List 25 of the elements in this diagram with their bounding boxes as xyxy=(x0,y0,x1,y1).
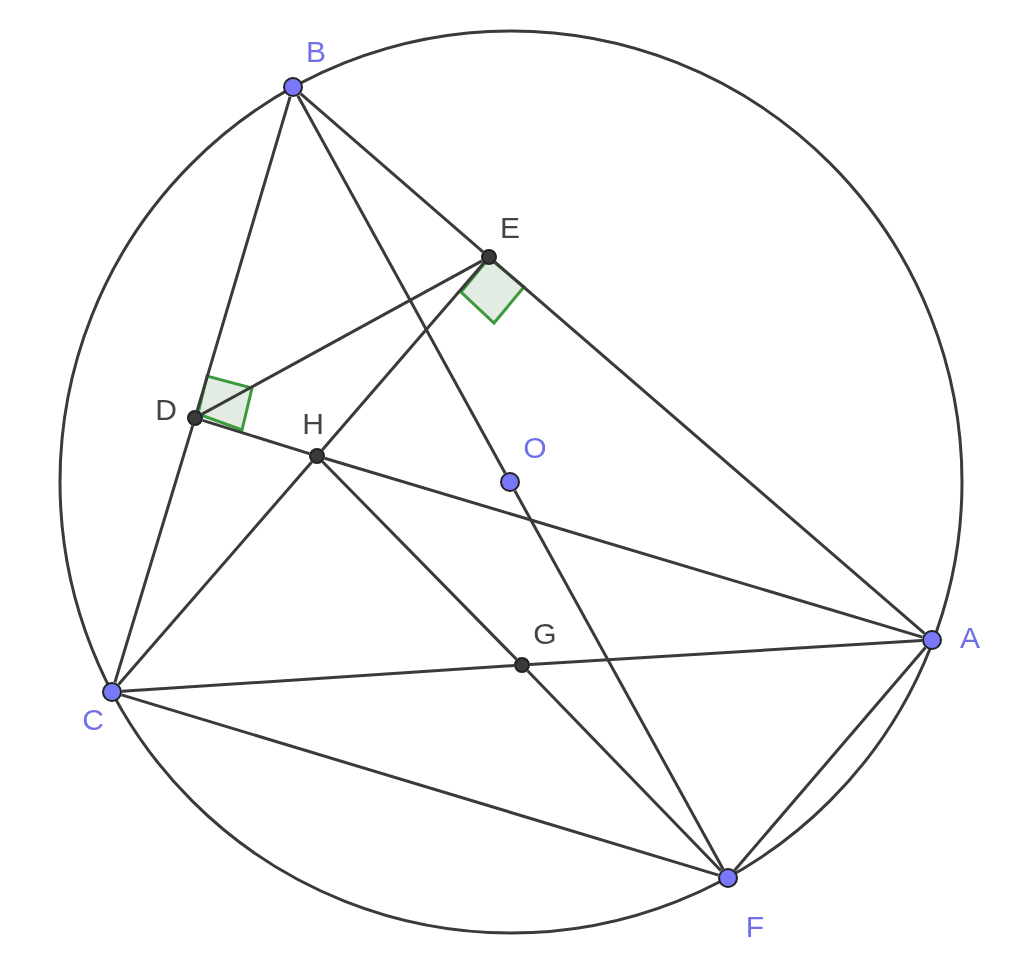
line-segment xyxy=(201,259,483,416)
line-segment xyxy=(195,96,292,411)
line-segment xyxy=(121,664,515,693)
line-segment xyxy=(202,418,310,456)
line-segment xyxy=(324,456,923,639)
line-segment xyxy=(117,461,313,686)
line-segment xyxy=(513,490,725,870)
point-label: H xyxy=(302,409,324,439)
line-segment xyxy=(494,261,926,635)
line-segment xyxy=(121,693,719,877)
line-segment xyxy=(529,639,923,666)
line-segment xyxy=(321,262,485,451)
point-label: C xyxy=(82,705,104,735)
line-segment xyxy=(296,95,507,474)
point-label: E xyxy=(500,213,520,243)
point-label: F xyxy=(745,912,765,942)
line-segment xyxy=(526,669,723,872)
point-label: G xyxy=(533,619,557,649)
line-segment xyxy=(321,460,518,661)
line-segment xyxy=(299,92,484,253)
point-label: D xyxy=(155,395,177,425)
point-label: B xyxy=(306,37,326,67)
line-segment xyxy=(113,425,195,683)
point-label: O xyxy=(523,433,547,463)
point-label: A xyxy=(960,623,980,653)
